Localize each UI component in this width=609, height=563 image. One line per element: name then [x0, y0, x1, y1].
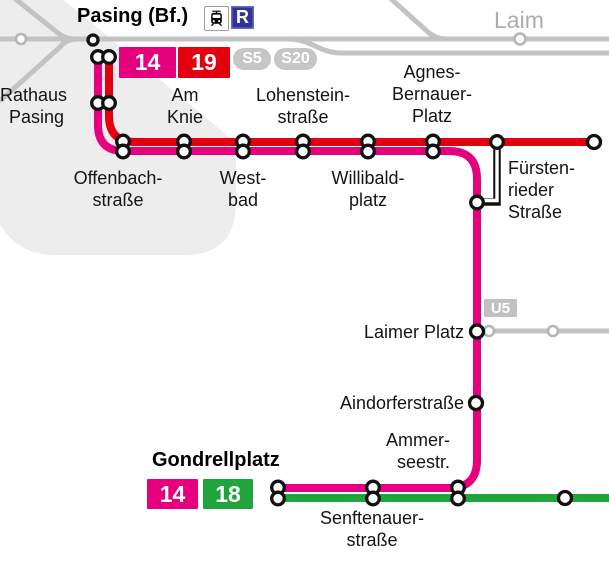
station-label-am-knie: Am Knie	[166, 85, 204, 127]
line-badge-u5: U5	[484, 299, 517, 317]
u5-terminus-marker	[482, 324, 496, 338]
gondrellplatz-title: Gondrellplatz	[152, 449, 280, 471]
fuerstenrieder-pink-marker	[469, 194, 485, 211]
line-badge-19: 19	[178, 47, 230, 78]
station-label-rathaus-pasing: Rathaus Pasing	[0, 85, 68, 127]
pasing-sbahn-marker	[86, 33, 100, 47]
train-station-icon	[204, 6, 229, 31]
willibaldplatz-marker-b	[360, 143, 376, 160]
lohensteinstrasse-marker-b	[295, 143, 311, 160]
line-badge-14-bottom: 14	[147, 479, 198, 509]
sbahn-station-marker	[14, 32, 28, 46]
station-label-agnes-bernauer-platz: Agnes- Bernauer- Platz	[391, 62, 473, 126]
tram-14-line	[94, 50, 481, 492]
westbad-marker-b	[235, 143, 251, 160]
sbahn-branch-northeast	[388, 0, 447, 42]
gondrellplatz-marker-b	[270, 490, 286, 507]
am-knie-marker-b	[176, 143, 192, 160]
train-glyph	[211, 10, 222, 27]
green-line-station-marker	[556, 489, 574, 507]
station-label-willibaldplatz: Willibald- platz	[331, 168, 405, 210]
station-label-laimer-platz: Laimer Platz	[363, 322, 464, 342]
u5-station-marker	[546, 324, 560, 338]
station-label-offenbachstrasse: Offenbach- straße	[73, 168, 163, 210]
pasing-marker-b	[101, 49, 117, 65]
pasing-title: Pasing (Bf.)	[77, 5, 189, 27]
fuerstenrieder-red-marker	[489, 134, 505, 150]
offenbachstrasse-marker-b	[115, 143, 131, 160]
ammerseestrasse-marker-b	[450, 490, 466, 507]
sbahn-branch-southwest	[0, 36, 79, 103]
line-badge-s5: S5	[233, 48, 271, 70]
station-label-fuerstenrieder-strasse: Fürsten- rieder Straße	[508, 158, 576, 222]
line-badge-18: 18	[203, 479, 253, 509]
station-label-westbad: West- bad	[219, 168, 267, 210]
aindorferstrasse-marker	[467, 394, 485, 412]
tram-stations	[86, 33, 603, 507]
laimer-platz-marker	[468, 323, 486, 340]
station-label-lohensteinstrasse: Lohenstein- straße	[255, 85, 351, 127]
line-badge-s20: S20	[274, 48, 317, 70]
regional-train-badge: R	[231, 6, 254, 29]
sbahn-line-s20-branch	[287, 36, 609, 56]
laim-station-marker	[513, 32, 527, 46]
red-line-edge-marker	[585, 133, 603, 151]
station-label-ammerseestrasse: Ammer- seestr.	[386, 430, 450, 472]
station-label-aindorferstrasse: Aindorferstraße	[339, 393, 464, 413]
senftenauerstrasse-marker-b	[365, 490, 381, 507]
sbahn-lines	[0, 0, 609, 103]
laim-area-label: Laim	[494, 7, 544, 33]
tram-19-line	[105, 50, 594, 146]
sbahn-stations	[14, 32, 560, 338]
agnes-bernauer-platz-marker-b	[425, 143, 441, 160]
zone-shading	[0, 0, 236, 255]
rathaus-pasing-marker-b	[101, 95, 117, 111]
line-badge-14: 14	[119, 47, 176, 78]
station-label-senftenauerstrasse: Senftenauer- straße	[319, 508, 425, 550]
